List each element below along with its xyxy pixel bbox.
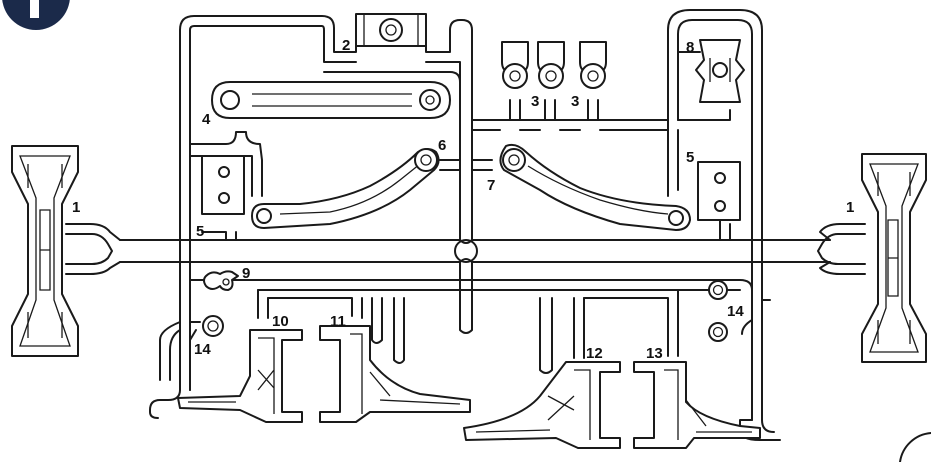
label-part-13: 13 (646, 345, 663, 362)
part-10 (177, 329, 303, 423)
part-7 (499, 143, 691, 231)
label-part-12: 12 (586, 345, 603, 362)
part-2 (355, 13, 427, 47)
label-part-1-right: 1 (846, 199, 854, 216)
label-part-3-a: 3 (531, 93, 539, 110)
part-13 (633, 361, 761, 449)
label-part-4: 4 (202, 111, 211, 128)
part-1-left (11, 145, 79, 357)
label-part-8: 8 (686, 39, 694, 56)
part-11 (319, 325, 471, 423)
label-part-11: 11 (330, 313, 346, 330)
label-part-3-b: 3 (571, 93, 579, 110)
label-part-5-right: 5 (686, 149, 694, 166)
part-14-left (202, 315, 224, 337)
part-6 (251, 148, 440, 229)
label-part-14-left: 14 (194, 341, 211, 358)
label-part-1-left: 1 (72, 199, 80, 216)
part-labels: 1 1 2 3 3 4 5 5 6 7 8 9 10 11 12 13 14 1… (72, 37, 854, 362)
part-3-b (537, 41, 565, 89)
label-part-9: 9 (242, 265, 250, 282)
part-3-a (501, 41, 529, 89)
label-part-10: 10 (272, 313, 289, 330)
label-part-14-right: 14 (727, 303, 744, 320)
label-part-7: 7 (487, 177, 495, 194)
part-5-left (201, 155, 245, 215)
part-5-right (697, 161, 741, 221)
sprue-runner-frame (65, 9, 866, 441)
part-9 (203, 270, 239, 291)
part-12 (463, 361, 621, 449)
part-3-c (579, 41, 607, 89)
corner-circle-fragment (899, 432, 931, 462)
label-part-5-left: 5 (196, 223, 204, 240)
label-part-6: 6 (438, 137, 446, 154)
part-14-right (708, 280, 728, 342)
part-1-right (861, 153, 927, 363)
part-4 (211, 81, 451, 119)
part-8 (695, 39, 745, 103)
label-part-2: 2 (342, 37, 350, 54)
sprue-badge (2, 0, 70, 30)
